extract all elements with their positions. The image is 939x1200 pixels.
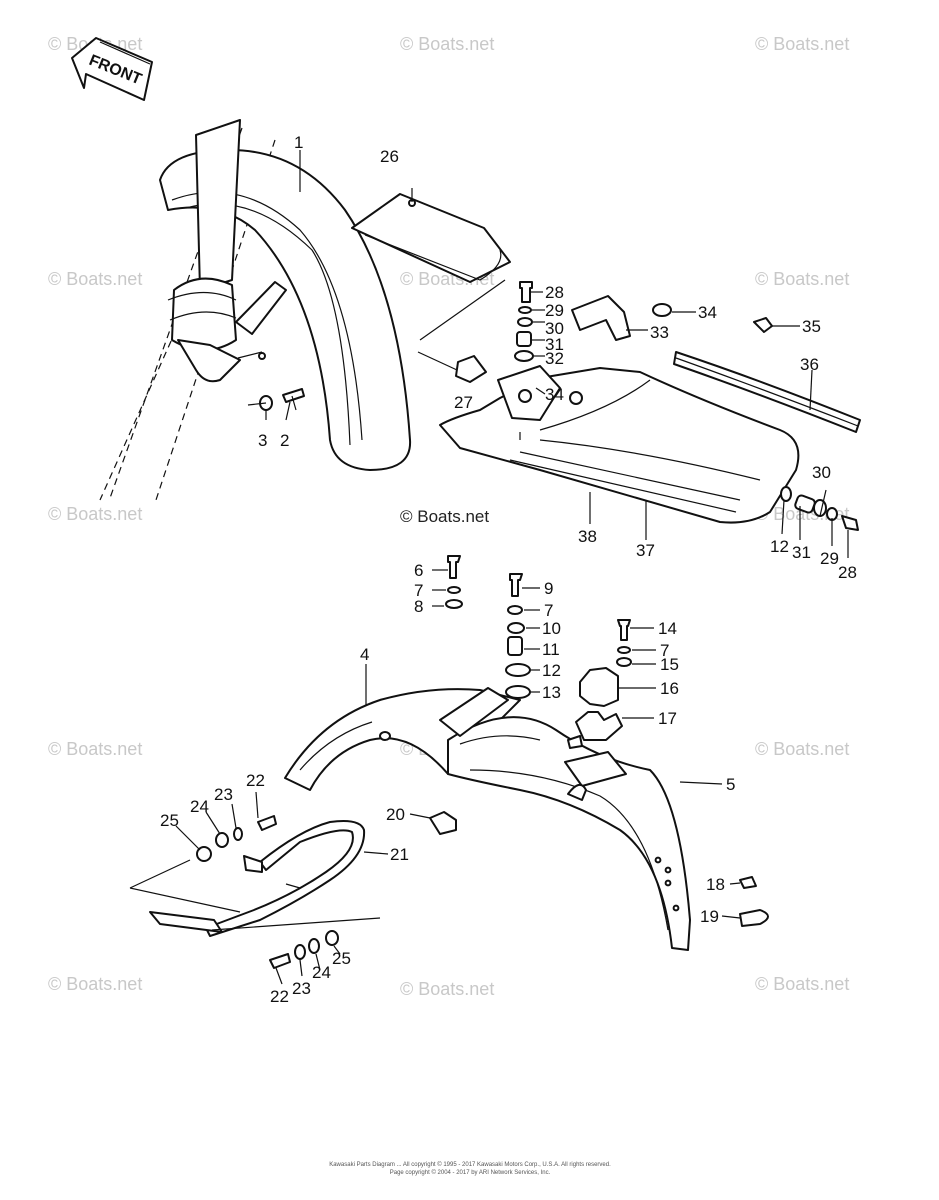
watermark: © Boats.net (48, 269, 142, 289)
bolt-22-25-upper (129, 815, 277, 889)
callout-19: 19 (700, 907, 719, 926)
center-watermark: © Boats.net (400, 507, 489, 526)
callout-4: 4 (360, 645, 369, 664)
cap-35 (753, 317, 773, 333)
bolt-9-13 (505, 573, 531, 699)
callout-8: 8 (414, 597, 423, 616)
watermark: © Boats.net (48, 974, 142, 994)
watermark: © Boats.net (48, 504, 142, 524)
callout-24b: 24 (312, 963, 331, 982)
callout-20: 20 (386, 805, 405, 824)
callout-33: 33 (650, 323, 669, 342)
watermark: © Boats.net (755, 974, 849, 994)
callout-10: 10 (542, 619, 561, 638)
callout-36: 36 (800, 355, 819, 374)
callout-34b: 34 (545, 385, 564, 404)
callout-3: 3 (258, 431, 267, 450)
watermark: © Boats.net (755, 269, 849, 289)
leader-lines (175, 150, 849, 985)
callout-7c: 7 (660, 641, 669, 660)
bracket-14-17 (567, 619, 632, 749)
callout-25b: 25 (332, 949, 351, 968)
bolt-6-8 (445, 555, 463, 609)
callout-32: 32 (545, 349, 564, 368)
grab-rail-21 (129, 820, 381, 937)
watermark: © Boats.net (755, 739, 849, 759)
callout-12b: 12 (770, 537, 789, 556)
callout-34a: 34 (698, 303, 717, 322)
callout-17: 17 (658, 709, 677, 728)
callout-13: 13 (542, 683, 561, 702)
callout-14: 14 (658, 619, 677, 638)
watermark: © Boats.net (48, 739, 142, 759)
front-arrow-icon: FRONT (71, 37, 153, 101)
front-fender-assembly (99, 119, 412, 501)
bolt-22-25-lower (269, 930, 339, 969)
copyright-line-1: Kawasaki Parts Diagram ... All copyright… (329, 1161, 611, 1168)
watermark: © Boats.net (400, 979, 494, 999)
callout-12: 12 (542, 661, 561, 680)
callout-25a: 25 (160, 811, 179, 830)
callout-26: 26 (380, 147, 399, 166)
callout-9: 9 (544, 579, 553, 598)
callout-24a: 24 (190, 797, 209, 816)
callout-18: 18 (706, 875, 725, 894)
callout-28b: 28 (838, 563, 857, 582)
nut-18 (739, 876, 757, 889)
mount-stack-right (780, 486, 859, 531)
callout-29: 29 (545, 301, 564, 320)
seat-frame-assembly (439, 351, 861, 524)
cap-19 (739, 909, 769, 927)
grommet-34 (652, 303, 672, 317)
callout-35: 35 (802, 317, 821, 336)
callout-5: 5 (726, 775, 735, 794)
watermark: © Boats.net (400, 34, 494, 54)
tray-26 (351, 188, 511, 283)
rear-fender-assembly (284, 687, 691, 951)
callout-31b: 31 (792, 543, 811, 562)
callout-30b: 30 (812, 463, 831, 482)
callout-15: 15 (660, 655, 679, 674)
callout-30: 30 (545, 319, 564, 338)
bracket-33 (571, 295, 631, 341)
bolt-2-3 (247, 388, 305, 411)
clip-27 (455, 355, 487, 383)
callout-27: 27 (454, 393, 473, 412)
callout-7a: 7 (414, 581, 423, 600)
callout-23a: 23 (214, 785, 233, 804)
callout-11: 11 (542, 640, 560, 659)
callout-21: 21 (390, 845, 409, 864)
cap-20 (429, 811, 457, 835)
callout-22a: 22 (246, 771, 265, 790)
callout-22b: 22 (270, 987, 289, 1006)
callout-1: 1 (294, 133, 303, 152)
callout-2: 2 (280, 431, 289, 450)
copyright-footer: Kawasaki Parts Diagram ... All copyright… (329, 1161, 611, 1176)
copyright-line-2: Page copyright © 2004 - 2017 by ARI Netw… (390, 1169, 551, 1176)
callout-37: 37 (636, 541, 655, 560)
callout-7b: 7 (544, 601, 553, 620)
callout-labels: 1 2 3 26 27 28 29 30 31 32 33 34 34 35 3… (160, 133, 857, 1006)
callout-31: 31 (545, 335, 564, 354)
callout-29b: 29 (820, 549, 839, 568)
callout-6: 6 (414, 561, 423, 580)
callout-16: 16 (660, 679, 679, 698)
mount-stack-28-32 (514, 281, 534, 362)
callout-38: 38 (578, 527, 597, 546)
callout-23b: 23 (292, 979, 311, 998)
callout-28: 28 (545, 283, 564, 302)
watermark: © Boats.net (755, 34, 849, 54)
